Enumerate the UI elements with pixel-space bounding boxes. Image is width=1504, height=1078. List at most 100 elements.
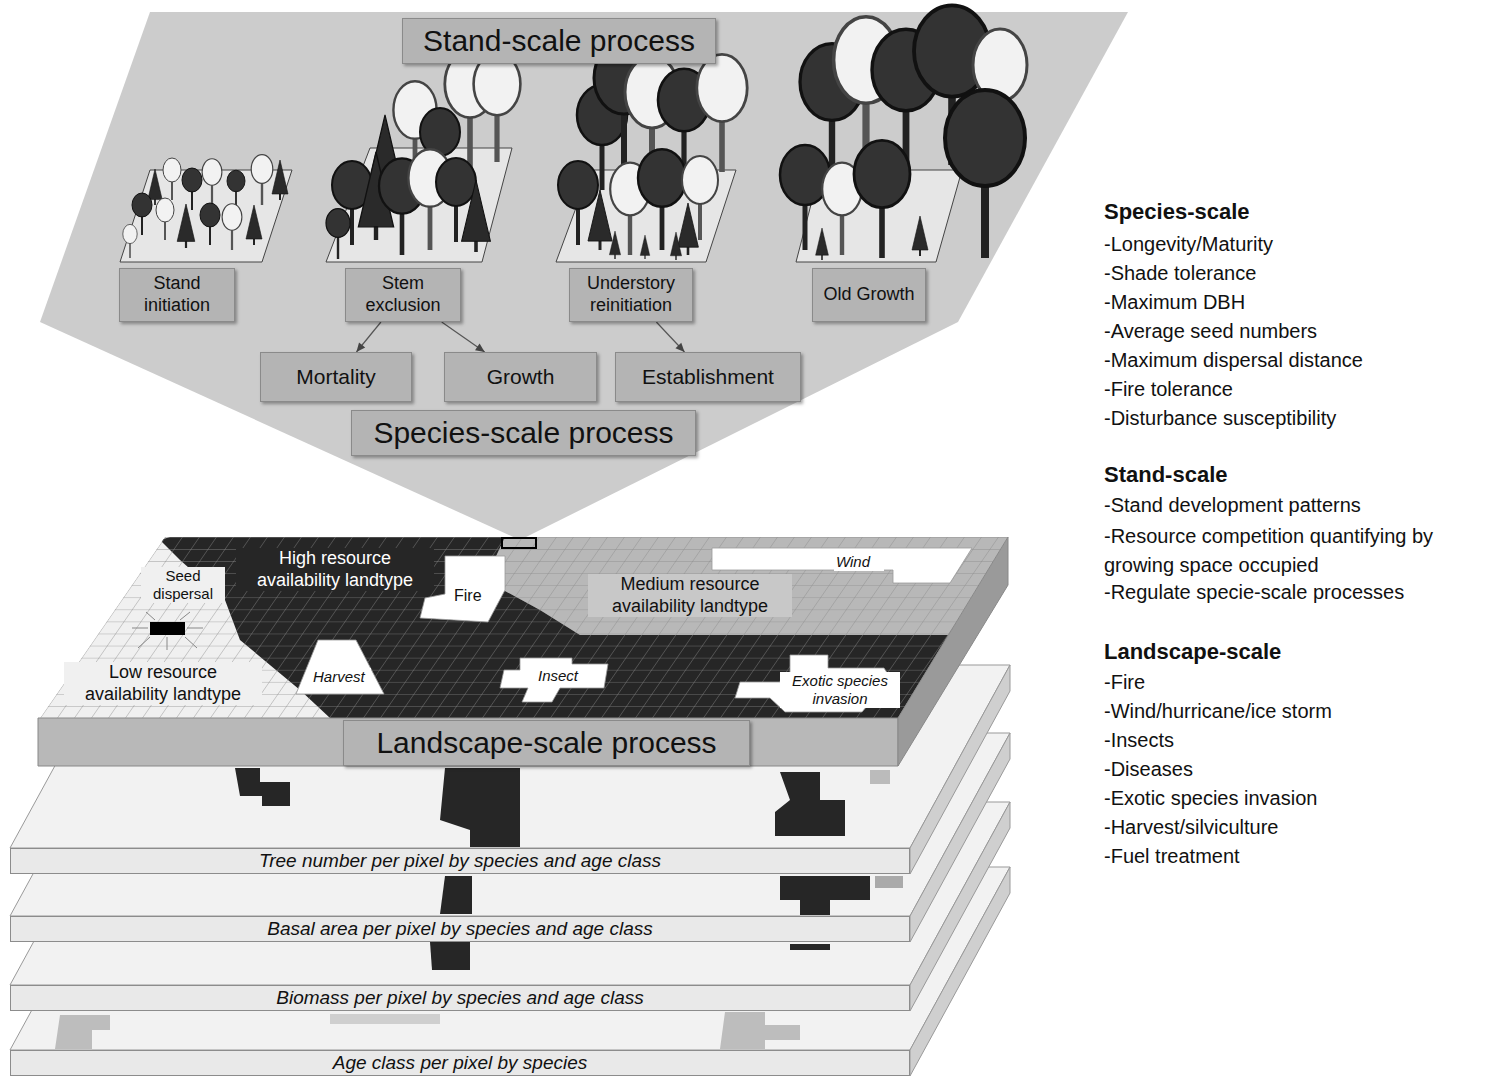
seed-arrow xyxy=(185,637,197,648)
list-item: -Maximum DBH xyxy=(1104,290,1500,314)
tree-icon xyxy=(251,155,273,205)
list-item: -Fuel treatment xyxy=(1104,844,1500,868)
map-label: Fire xyxy=(452,586,492,605)
map-patch xyxy=(870,770,890,784)
layer-band: Age class per pixel by species xyxy=(10,1050,910,1076)
seed-arrow xyxy=(167,637,168,650)
map-label: Seed dispersal xyxy=(141,567,225,603)
layer-band: Basal area per pixel by species and age … xyxy=(10,916,910,942)
tree-icon xyxy=(123,224,137,258)
tree-icon xyxy=(222,204,242,250)
connector xyxy=(442,322,485,352)
slab-side xyxy=(898,537,1008,766)
tree-icon xyxy=(182,168,202,210)
tree-icon xyxy=(202,159,222,205)
map-patch xyxy=(55,1015,110,1049)
tree-icon xyxy=(854,140,910,258)
connector xyxy=(656,322,684,352)
tree-icon xyxy=(474,53,521,162)
list-item: -Shade tolerance xyxy=(1104,261,1500,285)
process-box: Species-scale process xyxy=(351,410,696,456)
tree-icon xyxy=(163,158,181,200)
harvest-patch xyxy=(296,640,384,694)
process-box: Stand-scale process xyxy=(402,18,716,64)
process-box: Stem exclusion xyxy=(345,268,461,322)
node-text: Stem exclusion xyxy=(352,273,454,316)
list-item: -Insects xyxy=(1104,728,1500,752)
landscape-map xyxy=(0,530,1020,730)
arrow-head xyxy=(675,343,684,352)
node-text: Mortality xyxy=(296,364,375,389)
tree-icon xyxy=(682,156,718,240)
list-item: -Maximum dispersal distance xyxy=(1104,348,1500,372)
tree-icon xyxy=(678,203,699,255)
seed-arrows xyxy=(132,612,203,650)
arrow-head xyxy=(475,344,485,352)
list-item: -Wind/hurricane/ice storm xyxy=(1104,699,1500,723)
map-label: Wind xyxy=(834,553,884,571)
tree-icon xyxy=(326,209,350,259)
map-patch xyxy=(430,942,470,970)
list-item: -Average seed numbers xyxy=(1104,319,1500,343)
node-text: Stand-scale process xyxy=(423,23,695,59)
map-patch xyxy=(440,768,520,847)
map-label: Low resource availability landtype xyxy=(64,662,262,705)
arrow-head xyxy=(356,342,365,352)
tree-icon xyxy=(945,90,1025,258)
process-box: Mortality xyxy=(260,352,412,402)
list-item: -Resource competition quantifying by gro… xyxy=(1104,522,1500,580)
map-patch xyxy=(720,1012,800,1049)
seed-arrow xyxy=(146,612,155,620)
tree-icon xyxy=(697,54,747,172)
connector xyxy=(356,322,381,352)
tree-icon xyxy=(177,204,195,248)
process-box: Growth xyxy=(444,352,597,402)
seed-arrow xyxy=(132,628,148,629)
map-patch xyxy=(875,876,903,888)
tree-icon xyxy=(462,180,491,252)
map-patch xyxy=(330,1014,440,1024)
process-box: Old Growth xyxy=(812,268,926,322)
stand-plate xyxy=(120,170,292,262)
node-text: Establishment xyxy=(642,364,774,389)
list-item: -Fire tolerance xyxy=(1104,377,1500,401)
slab-front xyxy=(38,718,898,766)
tree-icon xyxy=(272,160,288,200)
map-label: Harvest xyxy=(311,668,371,686)
node-text: Biomass per pixel by species and age cla… xyxy=(276,988,644,1009)
map-patch xyxy=(790,944,830,950)
list-heading: Landscape-scale xyxy=(1104,639,1500,665)
tree-icon xyxy=(640,235,650,259)
tree-icon xyxy=(638,149,686,250)
node-text: Growth xyxy=(487,364,555,389)
list-item: -Harvest/silviculture xyxy=(1104,815,1500,839)
map-patch xyxy=(780,876,870,915)
connector-line xyxy=(656,322,684,352)
tree-icon xyxy=(912,216,928,256)
tree-icon xyxy=(200,203,220,245)
process-box: Stand initiation xyxy=(119,268,235,322)
layer-band: Biomass per pixel by species and age cla… xyxy=(10,985,910,1011)
seed-arrow xyxy=(187,628,203,629)
list-item: -Regulate specie-scale processes xyxy=(1104,580,1500,604)
tree-icon xyxy=(227,170,245,208)
selected-cell xyxy=(502,538,536,548)
seed-cell xyxy=(150,622,185,635)
process-box: Landscape-scale process xyxy=(343,720,750,766)
pixel-grid xyxy=(0,530,1020,730)
list-heading: Stand-scale xyxy=(1104,462,1500,488)
map-patch xyxy=(235,768,290,806)
map-label: High resource availability landtype xyxy=(236,548,434,591)
connector-line xyxy=(442,322,485,352)
node-text: Stand initiation xyxy=(126,273,228,316)
list-item: -Longevity/Maturity xyxy=(1104,232,1500,256)
process-box: Establishment xyxy=(615,352,801,402)
seed-arrow xyxy=(180,612,190,620)
seed-arrow xyxy=(138,637,150,648)
tree-icon xyxy=(609,231,620,259)
connector-line xyxy=(356,322,381,352)
tree-icon xyxy=(670,232,681,260)
tree-icon xyxy=(156,198,174,240)
map-patch xyxy=(775,772,845,836)
node-text: Tree number per pixel by species and age… xyxy=(259,851,661,872)
